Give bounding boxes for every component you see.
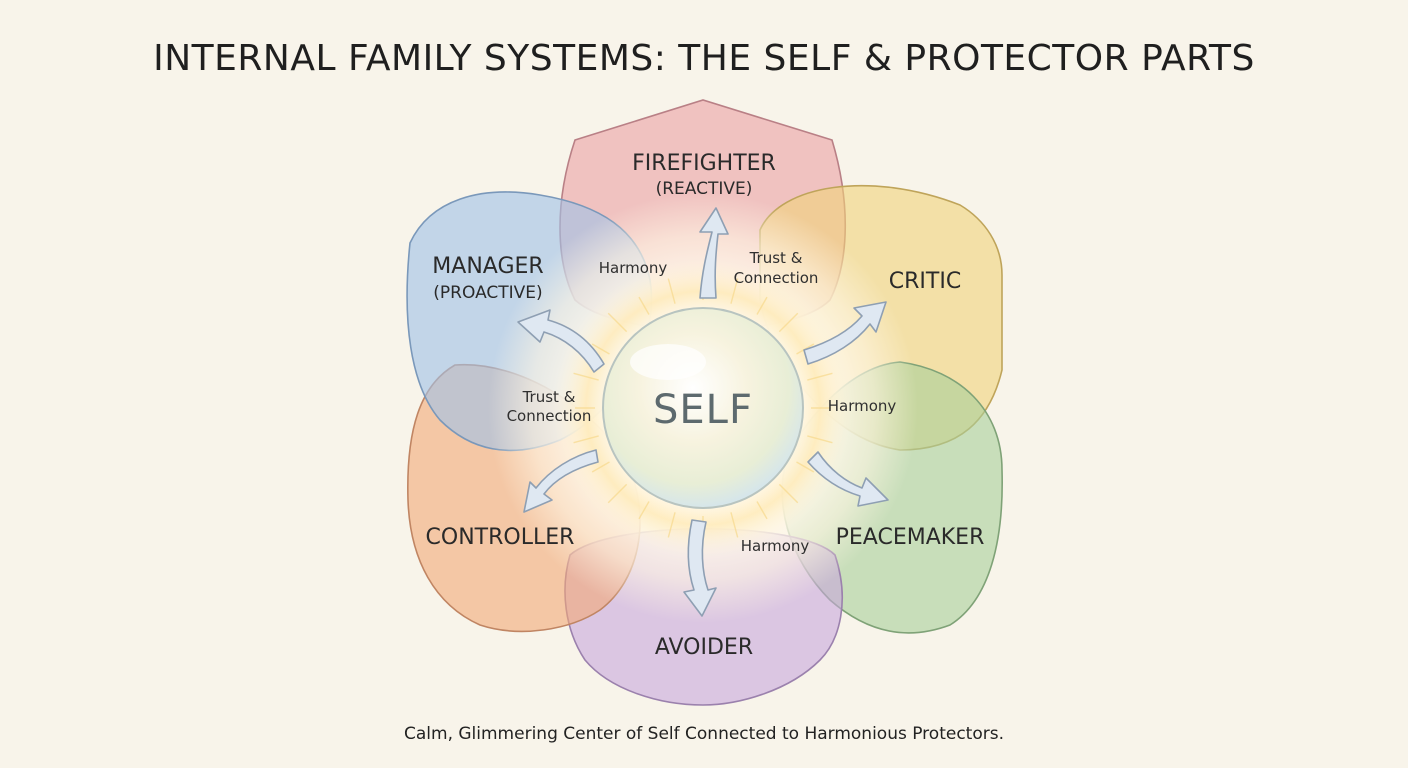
connection-label-top-right-2: Connection <box>734 269 819 287</box>
firefighter-sublabel: (REACTIVE) <box>656 179 753 199</box>
connection-label-bottom: Harmony <box>741 537 810 555</box>
arrow-to-avoider <box>683 519 717 617</box>
connection-label-top-right-1: Trust & <box>749 249 803 267</box>
connection-label-left-1: Trust & <box>522 388 576 406</box>
light-ray <box>807 435 833 444</box>
light-ray <box>573 435 599 444</box>
light-ray <box>730 278 739 304</box>
manager-sublabel: (PROACTIVE) <box>433 283 542 303</box>
light-ray <box>756 296 768 315</box>
connection-label-left-2: Connection <box>507 407 592 425</box>
arrow-to-critic <box>803 301 887 365</box>
diagram-caption: Calm, Glimmering Center of Self Connecte… <box>404 724 1004 744</box>
light-ray <box>778 312 799 333</box>
light-ray <box>730 512 739 538</box>
light-ray <box>591 343 610 355</box>
arrow-to-peacemaker <box>807 451 889 507</box>
self-label: SELF <box>653 387 753 433</box>
diagram-title: INTERNAL FAMILY SYSTEMS: THE SELF & PROT… <box>153 38 1255 79</box>
arrow-to-controller <box>523 449 599 513</box>
firefighter-label: FIREFIGHTER <box>632 151 776 176</box>
manager-label: MANAGER <box>432 254 543 279</box>
arrow-to-firefighter <box>699 207 729 299</box>
light-ray <box>796 461 815 473</box>
self-highlight <box>630 344 706 380</box>
light-ray <box>607 312 628 333</box>
avoider-label: AVOIDER <box>655 635 753 660</box>
arrow-to-manager <box>517 309 605 373</box>
light-ray <box>607 483 628 504</box>
light-ray <box>638 501 650 520</box>
controller-label: CONTROLLER <box>426 525 575 550</box>
light-ray <box>573 372 599 381</box>
light-ray <box>667 278 676 304</box>
peacemaker-label: PEACEMAKER <box>836 525 985 550</box>
connection-label-top-left: Harmony <box>599 259 668 277</box>
light-ray <box>591 461 610 473</box>
light-ray <box>667 512 676 538</box>
light-ray <box>756 501 768 520</box>
connection-arrows <box>517 207 889 617</box>
light-ray <box>638 296 650 315</box>
connection-label-right: Harmony <box>828 397 897 415</box>
light-ray <box>807 372 833 381</box>
light-ray <box>778 483 799 504</box>
critic-label: CRITIC <box>889 269 961 294</box>
